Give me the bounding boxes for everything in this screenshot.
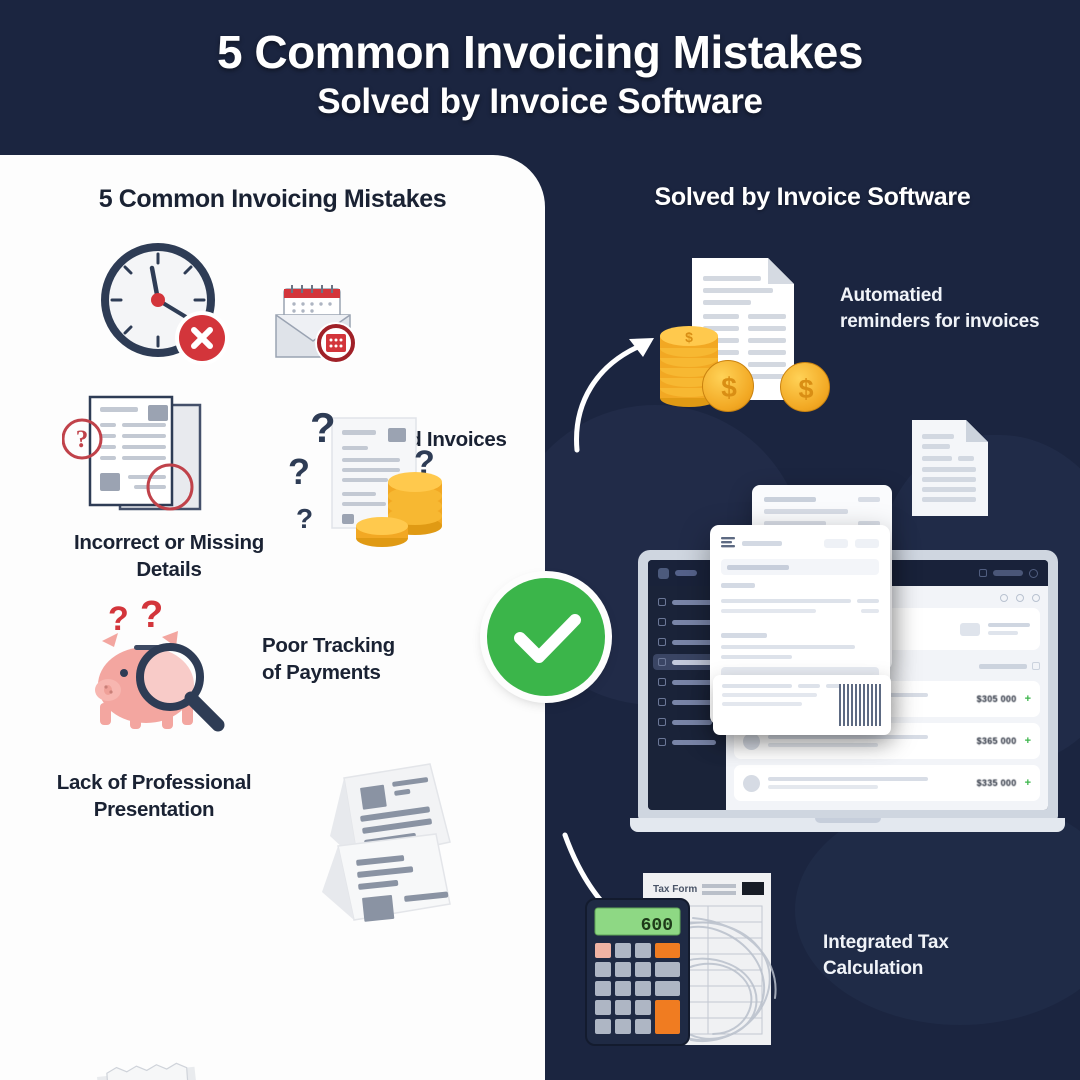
svg-text:$: $: [685, 329, 693, 345]
dashboard-brand-blur: [675, 570, 697, 576]
topbar-avatar[interactable]: [1029, 568, 1038, 578]
barcode-icon: [839, 684, 881, 726]
invoice-row-text: [768, 735, 969, 747]
svg-text:?: ?: [288, 451, 310, 492]
card-action-1[interactable]: [824, 538, 848, 548]
sidebar-item-icon: [658, 618, 666, 626]
laptop-notch: [815, 818, 881, 823]
page-title: 5 Common Invoicing Mistakes: [217, 26, 863, 78]
mistake-label-incorrect-details: Incorrect or Missing Details: [74, 531, 264, 581]
invoice-row[interactable]: $335 000 +: [734, 765, 1040, 801]
mistake-label-poor-tracking: Poor Tracking of Payments: [262, 634, 395, 684]
solution-label-automated-reminders: Automatied reminders for invoices: [840, 285, 1040, 332]
floating-document-icon: [912, 420, 988, 516]
background-blob-3: [795, 795, 1080, 1025]
svg-text:?: ?: [310, 404, 336, 451]
mistake-icon-crumpled-papers: [300, 750, 485, 930]
sidebar-item-label: [672, 679, 716, 685]
curved-arrow-up-icon: [574, 338, 654, 453]
svg-text:?: ?: [140, 595, 163, 636]
page-subtitle: Solved by Invoice Software: [317, 81, 763, 121]
mistakes-heading: 5 Common Invoicing Mistakes: [98, 185, 447, 213]
dashboard-sidebar-item[interactable]: [653, 734, 721, 750]
avatar: [743, 774, 760, 792]
sidebar-item-label: [672, 699, 716, 705]
solution-icon-automated-reminders: $ $ $: [640, 250, 835, 415]
svg-text:?: ?: [296, 503, 313, 534]
sidebar-item-label: [672, 639, 716, 645]
toolbar-icon-2[interactable]: [1016, 594, 1024, 602]
content-toolbar: [734, 594, 1040, 602]
invoice-amount: $365 000: [976, 736, 1017, 746]
sidebar-item-icon: [658, 658, 666, 666]
sidebar-item-icon: [658, 738, 666, 746]
card-logo-icon: [721, 536, 735, 550]
plus-icon[interactable]: +: [1024, 776, 1031, 789]
dashboard-sidebar-item[interactable]: [653, 694, 721, 710]
calculator-display-value: 600: [641, 916, 673, 936]
avatar: [743, 732, 760, 750]
toolbar-icon-3[interactable]: [1032, 594, 1040, 602]
plus-icon[interactable]: +: [1024, 734, 1031, 747]
invoice-amount: $305 000: [976, 694, 1017, 704]
sidebar-item-icon: [658, 678, 666, 686]
sidebar-item-icon: [658, 598, 666, 606]
dashboard-sidebar-item[interactable]: [653, 714, 721, 730]
invoice-amount: $335 000: [976, 778, 1017, 788]
floating-invoice-card-barcode: [713, 675, 891, 735]
solutions-panel: Solved by Invoice Software: [545, 155, 1080, 1080]
laptop-dashboard-mockup: $305 000 + $365 000 + $335 000 +: [630, 550, 1065, 845]
sidebar-item-label: [672, 719, 712, 725]
filter-row: [734, 656, 1040, 676]
sidebar-item-icon: [658, 698, 666, 706]
card-action-2[interactable]: [855, 538, 879, 548]
svg-text:Tax Form: Tax Form: [653, 884, 697, 895]
mistake-icon-invoice-coins-question: ? ? ? ?: [288, 400, 453, 550]
dollar-coin-icon-2: $: [780, 362, 830, 412]
toolbar-icon-1[interactable]: [1000, 594, 1008, 602]
dashboard-sidebar-item[interactable]: [653, 614, 721, 630]
topbar-icon-3[interactable]: [979, 569, 987, 577]
solutions-heading: Solved by Invoice Software: [654, 183, 971, 211]
mistake-icon-documents-question: ?: [62, 393, 232, 533]
svg-text:$: $: [798, 374, 813, 404]
solution-label-integrated-tax: Integrated Tax Calculation: [823, 932, 949, 979]
mistake-icon-tangled-invoice: [55, 1055, 255, 1080]
sidebar-item-label: [672, 659, 716, 665]
calculator-icon: 600: [585, 898, 690, 1046]
laptop-base: [630, 818, 1065, 832]
mistakes-panel: 5 Common Invoicing Mistakes: [0, 155, 545, 1080]
sidebar-item-label: [672, 599, 716, 605]
mistake-icon-piggy-magnifier: ? ?: [78, 595, 268, 745]
dashboard-sidebar-item[interactable]: [653, 634, 721, 650]
topbar-user-blur[interactable]: [993, 570, 1023, 576]
plus-icon[interactable]: +: [1024, 692, 1031, 705]
invoice-row-text: [768, 777, 969, 789]
svg-text:?: ?: [76, 426, 89, 453]
header: 5 Common Invoicing Mistakes Solved by In…: [0, 0, 1080, 155]
svg-text:?: ?: [108, 600, 129, 638]
dashboard-logo-icon: [658, 567, 669, 579]
mistake-icon-clock-error: [96, 242, 236, 372]
check-circle-icon: [487, 578, 605, 696]
dashboard-sidebar-item[interactable]: [653, 654, 721, 670]
dashboard-sidebar-item[interactable]: [653, 674, 721, 690]
dashboard-sidebar-item[interactable]: [653, 594, 721, 610]
solution-icon-integrated-tax: Tax Form: [585, 870, 815, 1060]
sidebar-item-icon: [658, 718, 666, 726]
dollar-coin-icon: $: [702, 360, 754, 412]
sidebar-item-label: [672, 619, 716, 625]
sidebar-item-icon: [658, 638, 666, 646]
mistake-label-lack-presentation: Lack of Professional Presentation: [56, 771, 252, 821]
card-title-blur: [721, 559, 879, 575]
sidebar-item-label: [672, 739, 716, 745]
mistake-icon-envelope-calendar: [270, 283, 365, 368]
svg-text:$: $: [721, 372, 737, 403]
